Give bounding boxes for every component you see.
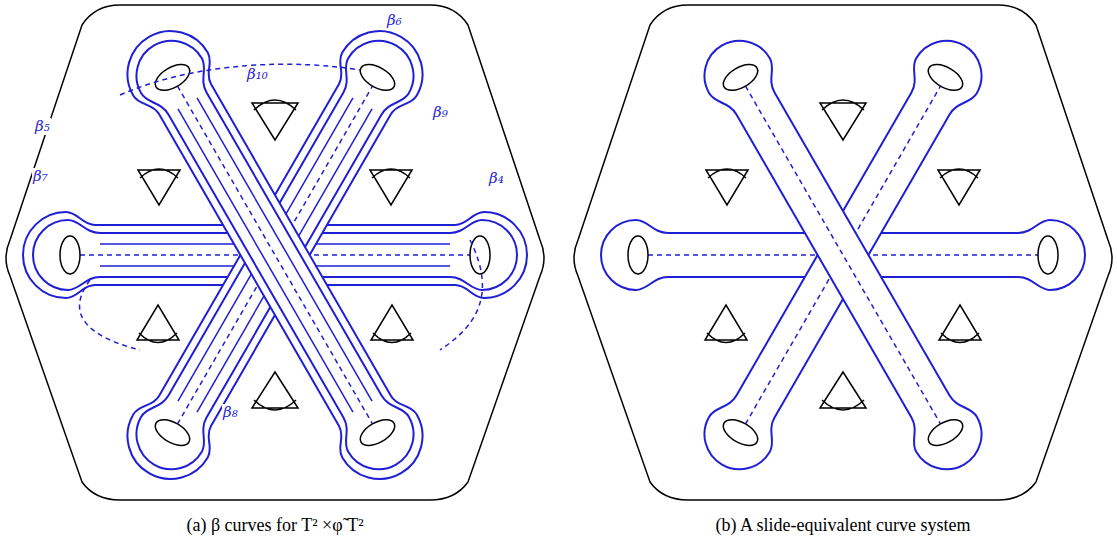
curve-label: β₁₀ bbox=[246, 66, 269, 83]
panel-b bbox=[574, 5, 1112, 500]
curve-label: β₄ bbox=[488, 170, 505, 187]
curve-label: β₅ bbox=[34, 118, 51, 135]
subfigure-caption: (b) A slide-equivalent curve system bbox=[716, 516, 971, 536]
curve-label: β₉ bbox=[432, 104, 449, 121]
subfigure-caption: (a) β curves for T² ×φ̃ T² bbox=[186, 516, 363, 536]
curve-label: β₈ bbox=[222, 404, 239, 421]
curve-label: β₇ bbox=[32, 168, 49, 185]
panel-a bbox=[6, 5, 544, 500]
curve-label: β₆ bbox=[386, 12, 403, 29]
